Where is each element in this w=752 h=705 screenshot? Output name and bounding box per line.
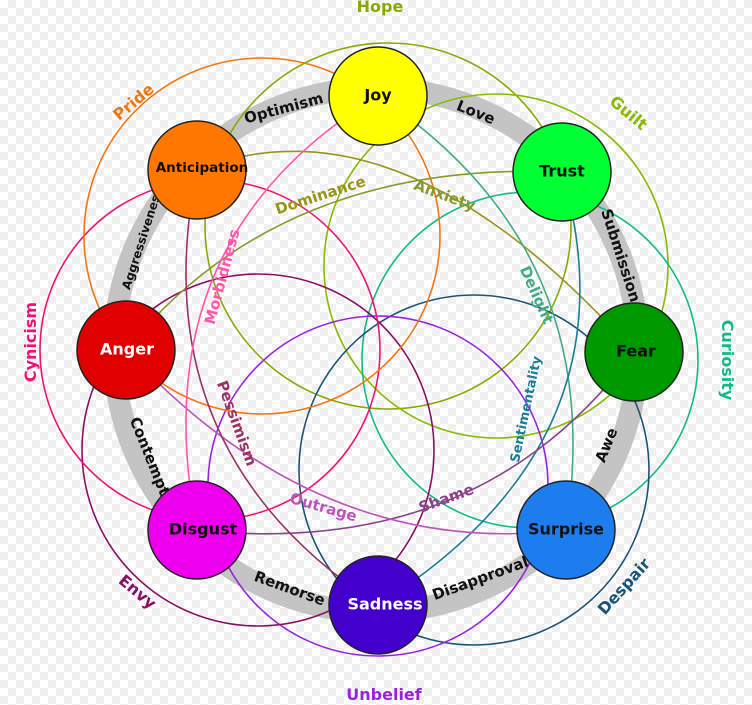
label-delight: Delight xyxy=(516,263,557,327)
hope-circle xyxy=(204,42,572,410)
pessimism-arc xyxy=(185,169,379,606)
trust-circle xyxy=(512,122,612,222)
emotion-anger: Anger xyxy=(100,340,154,359)
surprise-circle xyxy=(516,480,616,580)
envy-circle xyxy=(81,273,435,627)
label-despair: Despair xyxy=(594,554,655,618)
guilt-circle xyxy=(323,93,669,439)
sadness-circle xyxy=(328,555,428,655)
despair-circle xyxy=(298,294,650,646)
morbidness-arc xyxy=(185,95,379,531)
label-envy: Envy xyxy=(115,571,161,614)
pride-circle xyxy=(83,57,441,415)
dominance-arc xyxy=(196,150,635,353)
delight-arc xyxy=(377,95,574,531)
label-curiosity: Curiosity xyxy=(718,320,737,401)
label-hope: Hope xyxy=(357,0,404,16)
label-pride: Pride xyxy=(109,79,158,124)
emotion-fear: Fear xyxy=(616,342,656,361)
anger-circle xyxy=(76,300,176,400)
sentimentality-arc xyxy=(377,171,581,606)
label-guilt: Guilt xyxy=(606,92,652,135)
emotion-trust: Trust xyxy=(539,162,585,181)
disgust-circle xyxy=(147,480,247,580)
label-outrage: Outrage xyxy=(288,489,359,525)
emotion-sadness: Sadness xyxy=(347,595,422,614)
emotion-anticipation: Anticipation xyxy=(156,160,249,176)
emotion-disgust: Disgust xyxy=(169,520,238,539)
label-anxiety: Anxiety xyxy=(411,176,478,215)
anxiety-arc xyxy=(125,170,563,351)
joy-circle xyxy=(328,46,428,146)
anticipation-circle xyxy=(147,120,247,220)
fear-circle xyxy=(584,302,684,402)
label-unbelief: Unbelief xyxy=(346,685,423,704)
shame-arc xyxy=(196,351,635,535)
label-cynicism: Cynicism xyxy=(21,302,40,382)
outrage-arc xyxy=(125,349,567,535)
emotion-joy: Joy xyxy=(363,86,392,105)
label-morbidness: Morbidness xyxy=(201,227,244,326)
label-shame: Shame xyxy=(416,480,476,517)
emotion-surprise: Surprise xyxy=(528,520,604,539)
